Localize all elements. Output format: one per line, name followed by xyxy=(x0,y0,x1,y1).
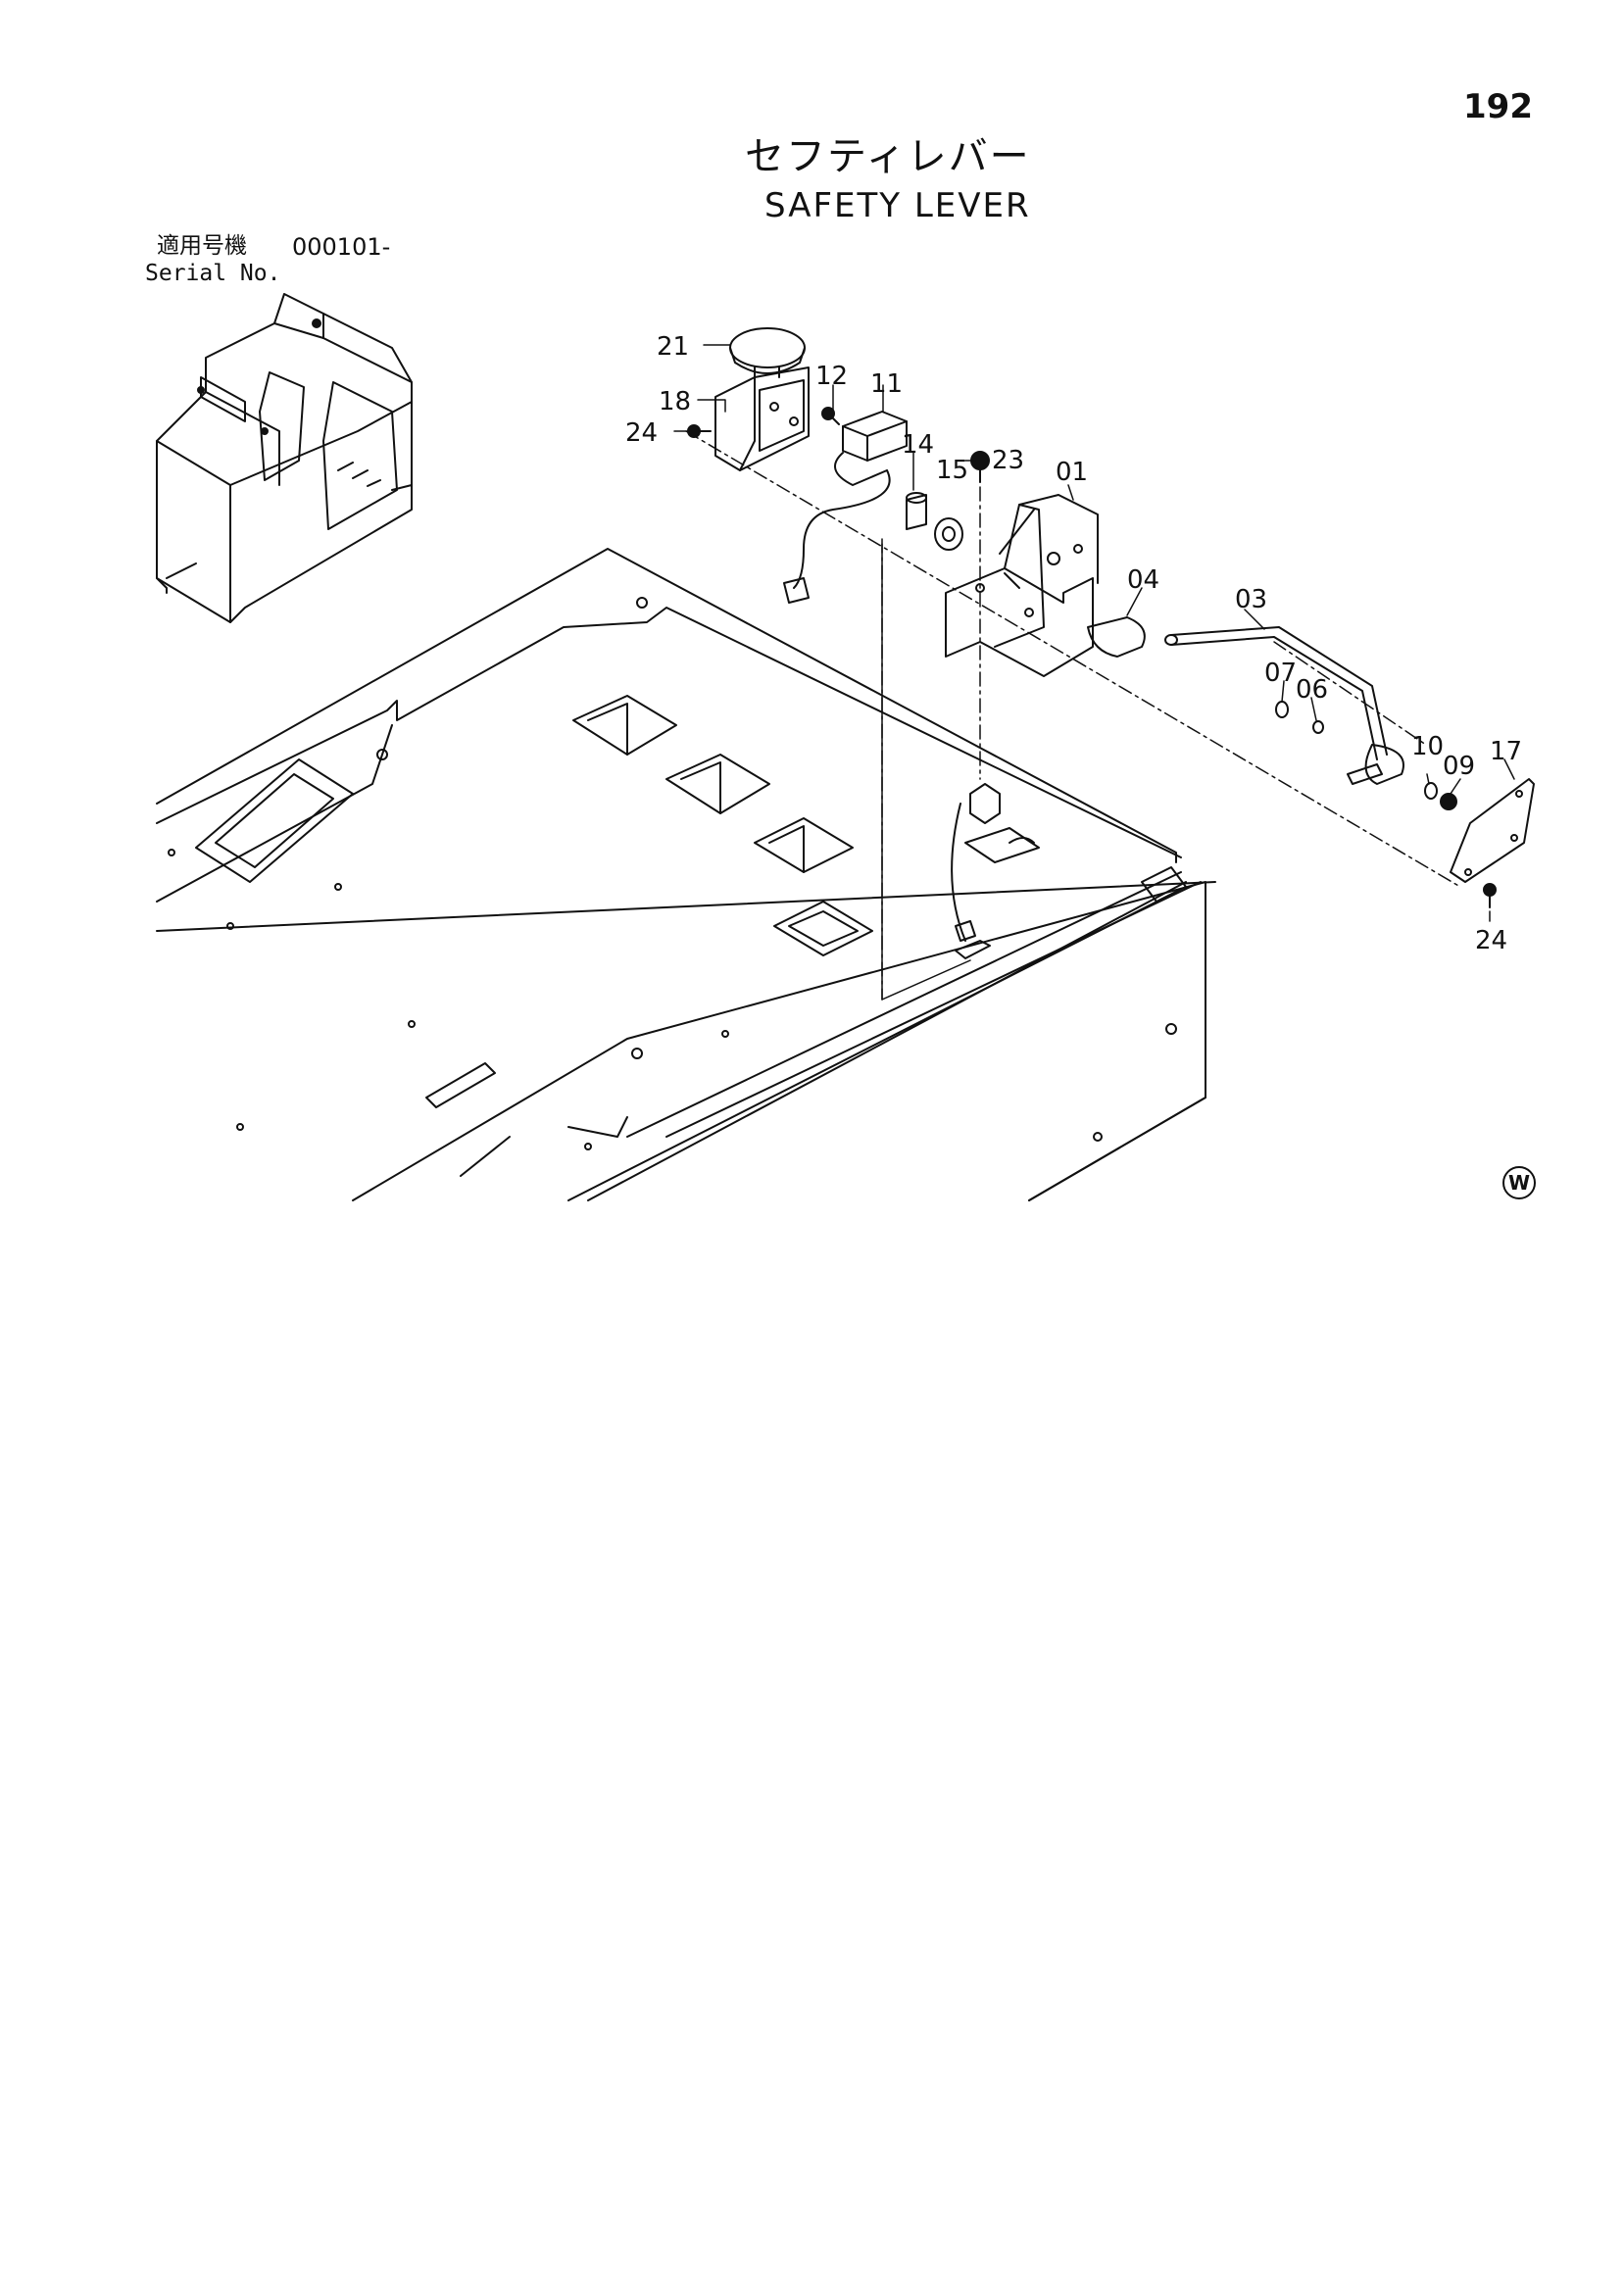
callout-15: 15 xyxy=(936,456,968,485)
callout-04: 04 xyxy=(1127,565,1159,595)
callout-24-left: 24 xyxy=(625,418,658,448)
callout-01: 01 xyxy=(1056,458,1088,487)
leader-box xyxy=(881,543,971,1001)
limit-switch-part-11 xyxy=(783,411,908,604)
safety-lever-part-03 xyxy=(1164,626,1404,785)
circled-w-mark: W xyxy=(1502,1166,1536,1199)
callout-11: 11 xyxy=(870,369,903,399)
page-title-english: SAFETY LEVER xyxy=(764,186,1031,225)
callout-10: 10 xyxy=(1411,732,1444,761)
bolt-part-23 xyxy=(970,451,990,483)
serial-label-english: Serial No. xyxy=(145,261,281,286)
callout-14: 14 xyxy=(902,430,934,460)
cab-floor-plate xyxy=(156,548,1216,1201)
callout-numbers: 21 12 11 18 24 14 15 23 01 04 03 07 06 1… xyxy=(625,332,1522,955)
callout-18: 18 xyxy=(659,387,691,416)
screw-part-24-left xyxy=(687,424,712,438)
cab-thumbnail-illustration xyxy=(156,293,413,623)
page-title-japanese: セフティレバー xyxy=(745,134,1031,179)
switch-cover-part-18 xyxy=(714,366,810,471)
bolt-part-12 xyxy=(821,407,840,425)
page-number: 192 xyxy=(1463,87,1533,126)
washer-part-10 xyxy=(1424,782,1438,800)
callout-09: 09 xyxy=(1443,752,1475,781)
screw-part-24-right xyxy=(1483,883,1497,908)
serial-label-japanese: 適用号機 xyxy=(157,233,247,259)
nut-part-15 xyxy=(934,517,963,551)
lever-bracket-part-01 xyxy=(945,494,1099,677)
callout-17: 17 xyxy=(1490,737,1522,766)
callout-21: 21 xyxy=(657,332,689,362)
assembly-center-lines xyxy=(685,430,1461,1001)
collar-part-06 xyxy=(1312,720,1324,734)
serial-number-range: 000101- xyxy=(292,233,391,261)
callout-03: 03 xyxy=(1235,585,1267,614)
callout-06: 06 xyxy=(1296,675,1328,705)
bushing-part-14 xyxy=(906,492,927,530)
callout-12: 12 xyxy=(815,362,848,391)
callout-07: 07 xyxy=(1264,659,1297,688)
callout-24-right: 24 xyxy=(1475,926,1507,955)
floor-fitting-lower xyxy=(951,803,991,959)
cover-plate-part-17 xyxy=(1450,778,1535,883)
lever-grip-part-04 xyxy=(1087,616,1146,658)
switch-cap-part-21 xyxy=(729,327,806,378)
floor-fitting-cap xyxy=(964,783,1040,863)
callout-leaders xyxy=(673,344,1515,922)
callout-23: 23 xyxy=(992,446,1024,475)
nut-part-09 xyxy=(1440,793,1457,810)
washer-part-07 xyxy=(1275,701,1289,718)
